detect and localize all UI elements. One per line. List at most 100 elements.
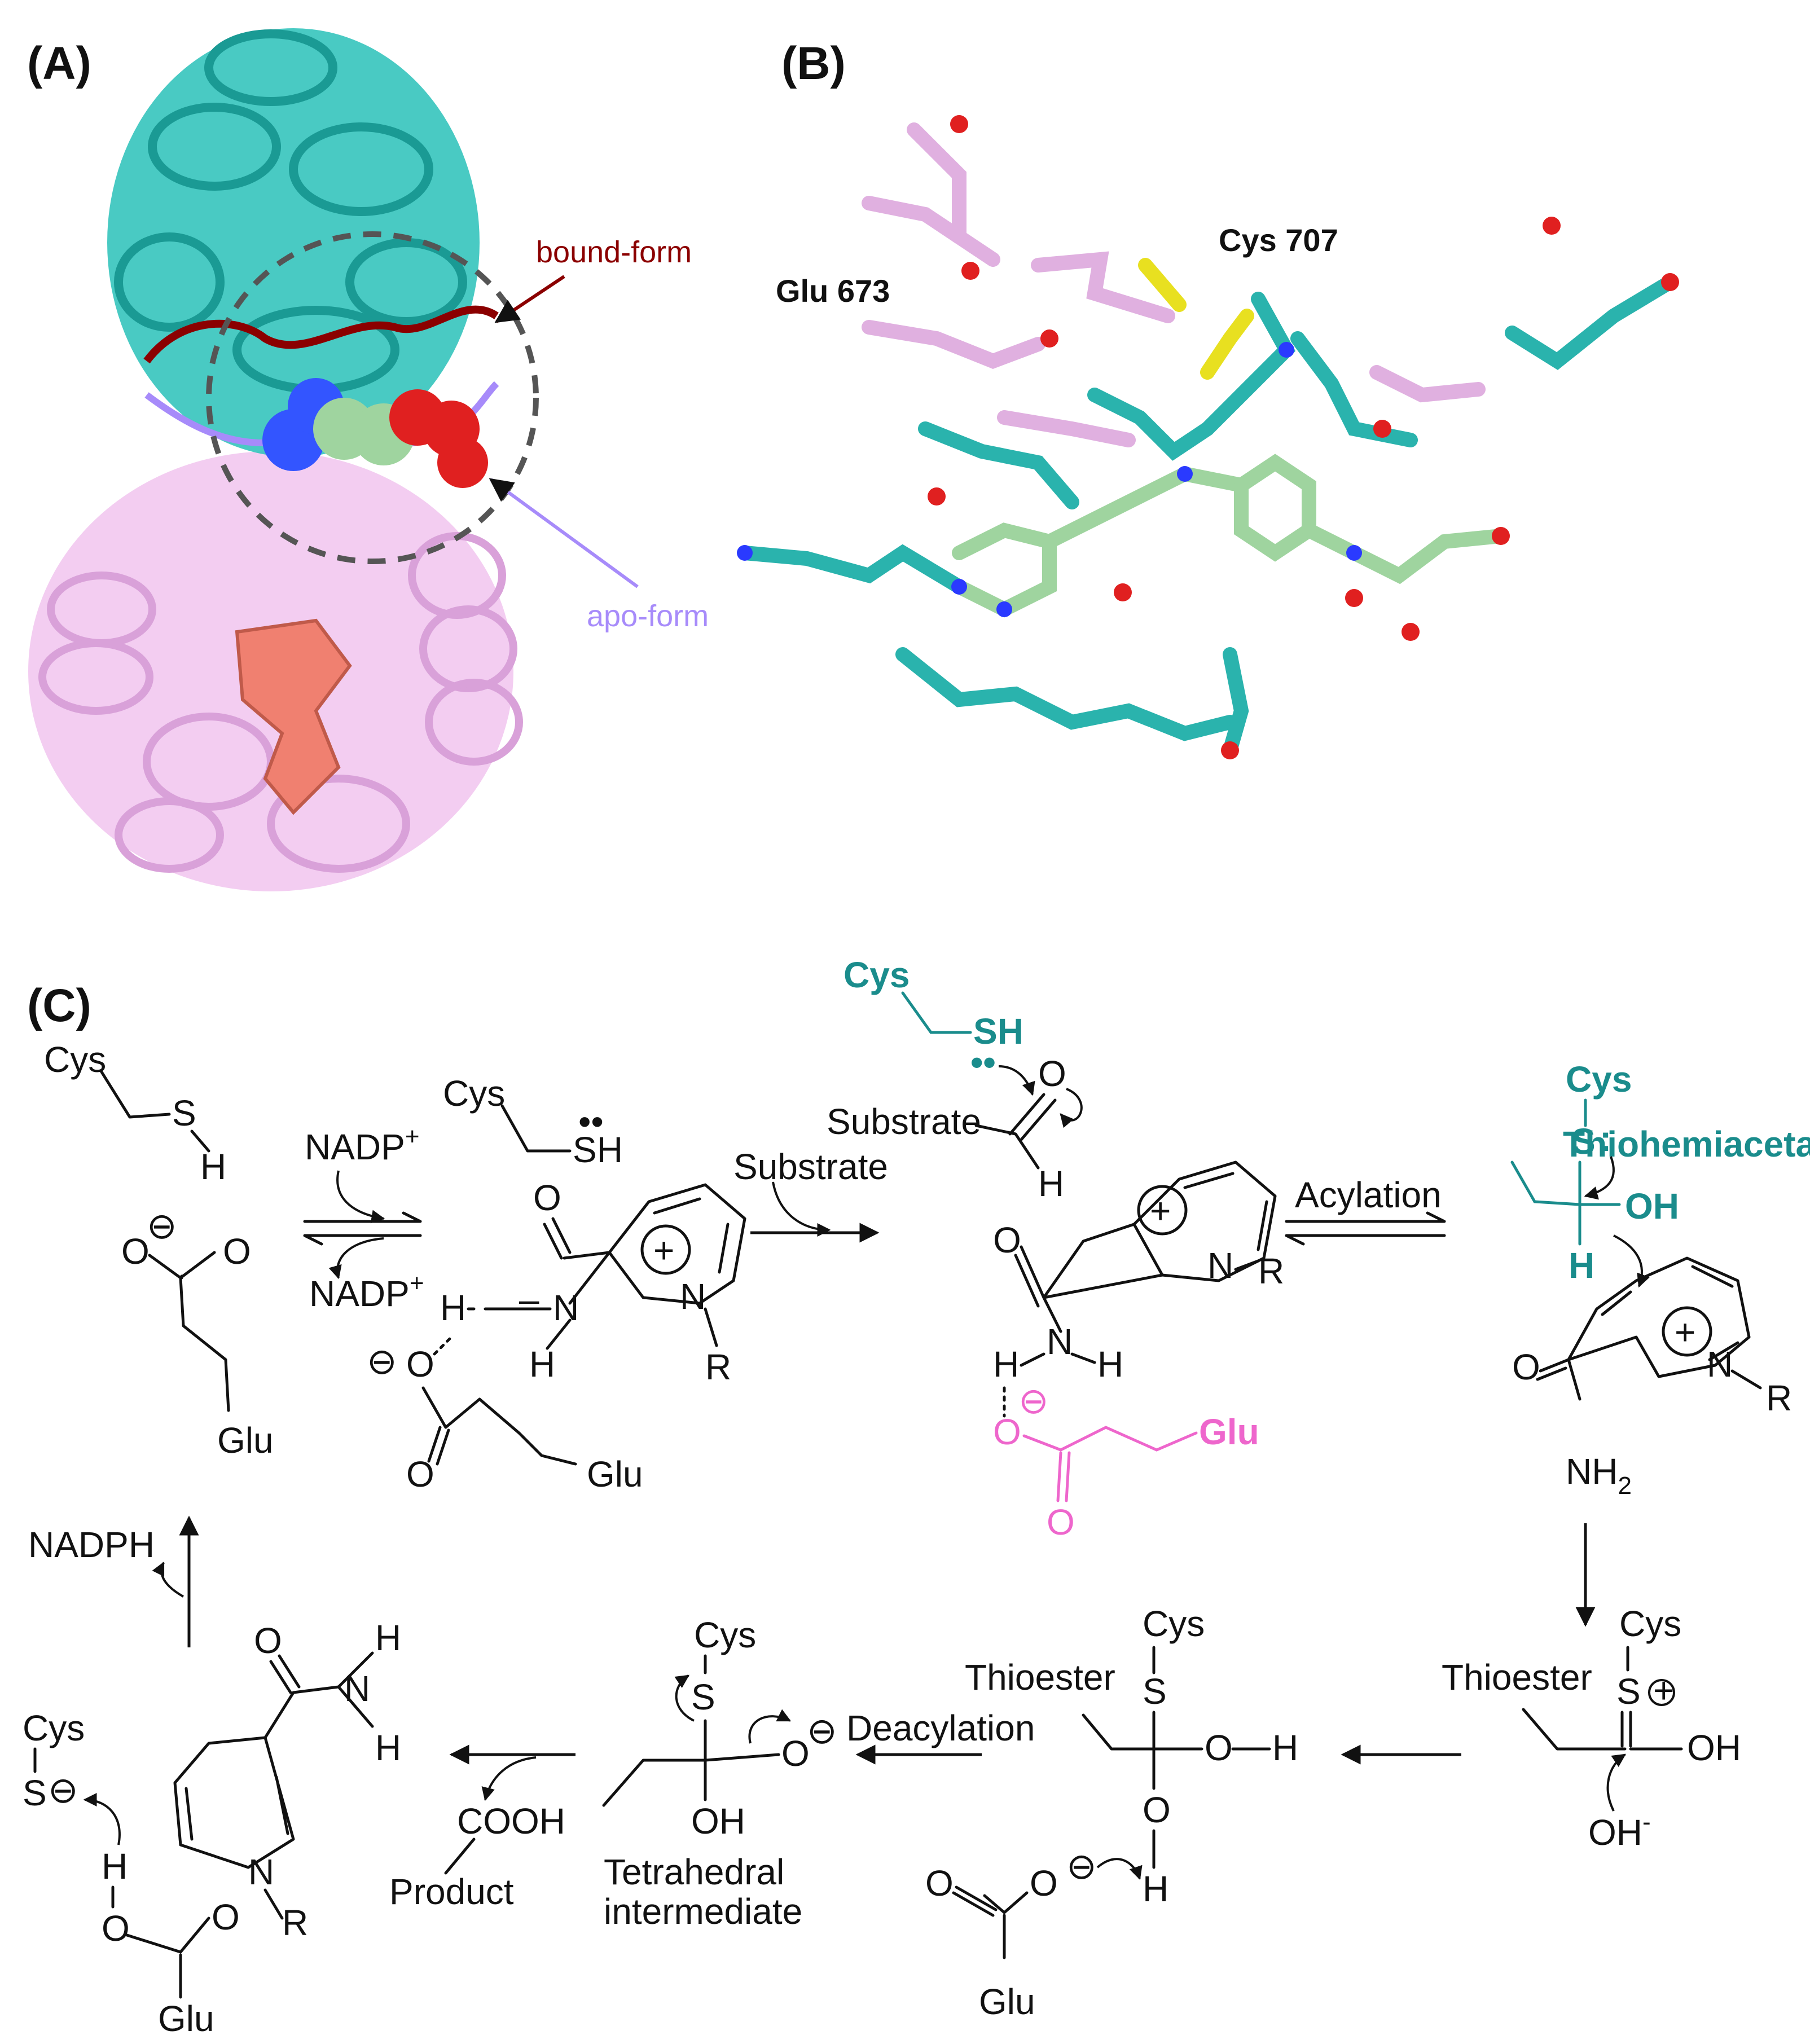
thioester-cation-state: Cys Thioester S + OH OH- bbox=[1442, 1603, 1741, 1853]
svg-text:N: N bbox=[344, 1668, 370, 1709]
svg-text:Thioester: Thioester bbox=[1442, 1657, 1592, 1698]
glu-673-label: Glu 673 bbox=[776, 273, 890, 309]
free-enzyme-state: Cys S H O O ⊖ Glu bbox=[44, 1039, 274, 1461]
svg-text:+: + bbox=[1653, 1670, 1674, 1711]
svg-text:H: H bbox=[1038, 1163, 1064, 1204]
substrate-attack-state: Cys SH •• O Substrate H N + R O N H H O … bbox=[827, 955, 1284, 1542]
svg-text:R: R bbox=[1766, 1378, 1792, 1418]
cys-707-label: Cys 707 bbox=[1219, 222, 1338, 258]
svg-text:H: H bbox=[440, 1287, 466, 1328]
svg-text:+: + bbox=[653, 1230, 674, 1271]
apo-form-arrow bbox=[489, 478, 639, 588]
svg-text:NADP+: NADP+ bbox=[309, 1269, 424, 1314]
panel-label-c: (C) bbox=[27, 980, 91, 1031]
svg-text:OH-: OH- bbox=[1588, 1808, 1651, 1853]
svg-text:Cys: Cys bbox=[44, 1039, 106, 1080]
svg-text:NH2: NH2 bbox=[1566, 1451, 1632, 1500]
svg-text:O: O bbox=[223, 1231, 251, 1272]
svg-text:Glu: Glu bbox=[587, 1454, 643, 1494]
svg-text:H: H bbox=[200, 1146, 226, 1187]
svg-text:⊖: ⊖ bbox=[367, 1341, 397, 1382]
panel-label-a: (A) bbox=[27, 38, 91, 89]
svg-text::: : bbox=[1600, 1118, 1611, 1159]
svg-text:H: H bbox=[375, 1617, 401, 1658]
svg-text:+: + bbox=[1675, 1312, 1695, 1352]
svg-text:S: S bbox=[172, 1093, 196, 1133]
svg-text:OH: OH bbox=[1687, 1727, 1741, 1768]
svg-text:Substrate: Substrate bbox=[733, 1146, 888, 1187]
svg-text:⊖: ⊖ bbox=[147, 1206, 177, 1246]
svg-text:Cys: Cys bbox=[443, 1073, 505, 1114]
svg-text:COOH: COOH bbox=[457, 1801, 565, 1841]
svg-text:O: O bbox=[1030, 1863, 1058, 1904]
active-site-sticks bbox=[737, 115, 1679, 759]
svg-text:Cys: Cys bbox=[1566, 1059, 1632, 1100]
nadp-bound-state: Cys SH •• O N H – H N + R ⊖ O O Glu bbox=[367, 1073, 746, 1494]
svg-text:Product: Product bbox=[389, 1871, 514, 1912]
svg-text:Tetrahedral: Tetrahedral bbox=[604, 1852, 784, 1892]
svg-text:O: O bbox=[925, 1863, 954, 1904]
svg-text:Glu: Glu bbox=[1199, 1412, 1259, 1452]
svg-text:H: H bbox=[375, 1727, 401, 1768]
svg-text:⊖: ⊖ bbox=[1018, 1381, 1049, 1421]
thiohemiacetal-state: Cys Thiohemiacetal S : OH H N + R O NH2 bbox=[1510, 1059, 1810, 1500]
svg-text:O: O bbox=[212, 1897, 240, 1937]
svg-text:Cys: Cys bbox=[844, 955, 910, 995]
svg-text:H: H bbox=[102, 1846, 128, 1887]
svg-text:N: N bbox=[553, 1287, 579, 1328]
svg-text:O: O bbox=[1512, 1347, 1540, 1387]
svg-text:O: O bbox=[254, 1620, 282, 1661]
svg-text:⊖: ⊖ bbox=[48, 1770, 78, 1810]
svg-text:+: + bbox=[1150, 1190, 1171, 1231]
svg-text:S: S bbox=[1616, 1671, 1641, 1712]
svg-text:NADPH: NADPH bbox=[28, 1524, 155, 1565]
svg-text:R: R bbox=[705, 1347, 731, 1387]
svg-text:O: O bbox=[1038, 1053, 1066, 1094]
bound-form-arrow bbox=[494, 275, 565, 323]
deacylation-step: Deacylation bbox=[846, 1708, 1035, 1765]
svg-text:N: N bbox=[1707, 1344, 1733, 1384]
svg-text:Cys: Cys bbox=[23, 1708, 85, 1748]
svg-text:O: O bbox=[406, 1344, 434, 1384]
svg-text:Deacylation: Deacylation bbox=[846, 1708, 1035, 1748]
svg-text:O: O bbox=[121, 1231, 150, 1272]
svg-text:S: S bbox=[1571, 1121, 1596, 1162]
svg-text:H: H bbox=[529, 1344, 555, 1384]
substrate-binding-step: Substrate bbox=[733, 1146, 888, 1243]
svg-text:Acylation: Acylation bbox=[1295, 1175, 1442, 1215]
svg-text:⊖: ⊖ bbox=[1066, 1846, 1097, 1887]
svg-text:O: O bbox=[993, 1220, 1021, 1260]
svg-text:S: S bbox=[691, 1677, 715, 1717]
svg-text:Substrate: Substrate bbox=[827, 1101, 981, 1142]
svg-text:N: N bbox=[1207, 1245, 1233, 1286]
svg-text:S: S bbox=[23, 1773, 47, 1813]
svg-text:–: – bbox=[519, 1279, 539, 1320]
svg-text:O: O bbox=[102, 1908, 130, 1949]
svg-text:R: R bbox=[282, 1902, 308, 1943]
svg-text:O: O bbox=[1143, 1790, 1171, 1830]
svg-text:Cys: Cys bbox=[1143, 1603, 1205, 1644]
svg-text:Glu: Glu bbox=[158, 1998, 214, 2039]
nadph-release-step: NADPH bbox=[28, 1515, 199, 1647]
svg-text:N: N bbox=[680, 1276, 706, 1317]
svg-text:O: O bbox=[1047, 1502, 1075, 1542]
svg-text:H: H bbox=[1097, 1344, 1123, 1384]
svg-text:Cys: Cys bbox=[694, 1615, 756, 1655]
svg-text:H: H bbox=[1143, 1869, 1168, 1909]
svg-text:N: N bbox=[248, 1852, 274, 1892]
nadp-binding-step: NADP+ NADP+ bbox=[303, 1123, 424, 1314]
protein-structure-render bbox=[28, 28, 539, 891]
svg-text:OH: OH bbox=[1625, 1186, 1679, 1227]
svg-text:S: S bbox=[1143, 1671, 1167, 1712]
svg-text:Glu: Glu bbox=[979, 1981, 1035, 2022]
svg-text:O: O bbox=[993, 1412, 1021, 1452]
svg-text:H: H bbox=[993, 1344, 1019, 1384]
svg-text:••: •• bbox=[578, 1101, 604, 1142]
svg-text:H: H bbox=[1569, 1245, 1594, 1286]
svg-text:NADP+: NADP+ bbox=[305, 1123, 420, 1167]
svg-text:Thioester: Thioester bbox=[965, 1657, 1115, 1698]
svg-text:H: H bbox=[1272, 1727, 1298, 1768]
svg-text:SH: SH bbox=[573, 1129, 623, 1170]
svg-text:OH: OH bbox=[691, 1801, 745, 1841]
